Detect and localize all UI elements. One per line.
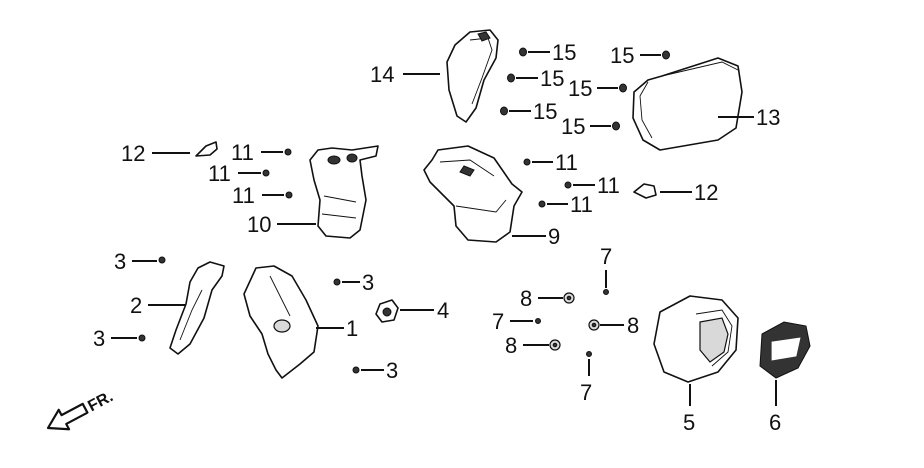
front-direction-label: FR. — [85, 388, 116, 415]
callout-15: 15 — [568, 76, 592, 101]
part-15-grommets — [500, 47, 670, 131]
callout-3: 3 — [362, 270, 374, 295]
front-direction-arrow: FR. — [46, 388, 116, 431]
callout-15: 15 — [610, 43, 634, 68]
callout-12: 12 — [121, 141, 145, 166]
callout-1: 1 — [346, 316, 358, 341]
callout-10: 10 — [247, 212, 271, 237]
callout-15: 15 — [533, 99, 557, 124]
leader-lines — [111, 51, 777, 406]
part-13-cover — [632, 57, 743, 151]
callout-11: 11 — [232, 183, 255, 208]
callout-8: 8 — [505, 333, 517, 358]
callout-11: 11 — [570, 192, 593, 217]
callout-2: 2 — [130, 293, 142, 318]
callout-7: 7 — [600, 244, 612, 269]
part-6-emblem — [759, 321, 811, 379]
callout-3: 3 — [386, 358, 398, 383]
part-8-washers — [549, 292, 600, 351]
callout-11: 11 — [597, 173, 620, 198]
part-3-screws — [138, 256, 360, 374]
part-12-lens-right — [633, 183, 657, 199]
callout-3: 3 — [93, 326, 105, 351]
callout-5: 5 — [683, 410, 695, 435]
callout-8: 8 — [520, 286, 532, 311]
part-14-cover — [446, 29, 499, 123]
callout-11: 11 — [555, 150, 578, 175]
callout-15: 15 — [552, 40, 576, 65]
part-12-lens-left — [195, 141, 218, 157]
callout-7: 7 — [492, 309, 504, 334]
callout-11: 11 — [208, 161, 231, 186]
part-10-inner-cover — [309, 145, 379, 239]
callout-labels: 14 15 15 15 15 15 15 13 12 11 11 11 11 1… — [93, 40, 781, 435]
callout-7: 7 — [580, 380, 592, 405]
callout-4: 4 — [437, 298, 449, 323]
callout-15: 15 — [561, 114, 585, 139]
part-4-clip — [375, 299, 399, 323]
callout-14: 14 — [370, 62, 394, 87]
part-9-front-body — [423, 145, 523, 243]
part-7-screws — [535, 289, 609, 357]
part-5-cap — [653, 295, 739, 383]
callout-15: 15 — [540, 66, 564, 91]
callout-13: 13 — [756, 105, 780, 130]
callout-9: 9 — [548, 224, 560, 249]
part-1-lower-cover — [243, 265, 319, 379]
part-11-screws — [262, 148, 572, 208]
callout-11: 11 — [231, 140, 254, 165]
callout-6: 6 — [769, 410, 781, 435]
callout-3: 3 — [114, 249, 126, 274]
callout-12: 12 — [694, 180, 718, 205]
callout-8: 8 — [627, 313, 639, 338]
part-2-side-panel — [169, 261, 225, 355]
